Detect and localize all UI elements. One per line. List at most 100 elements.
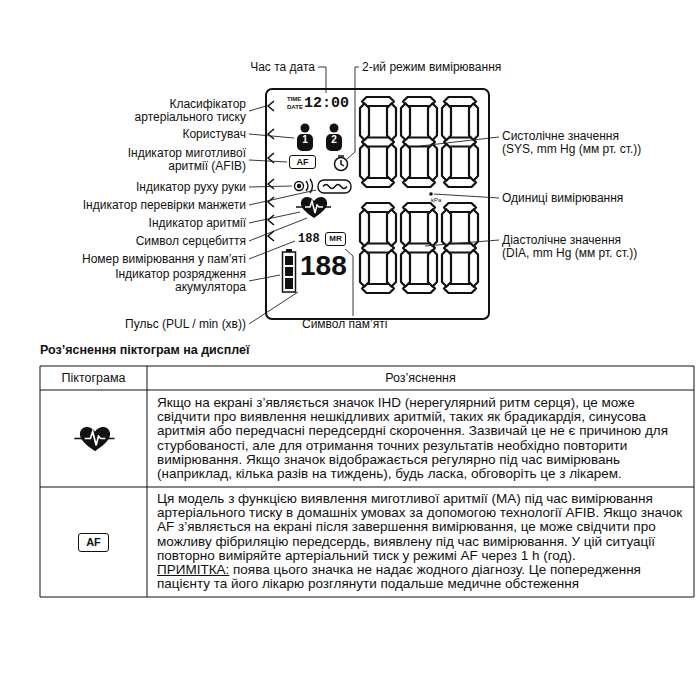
digit-segment <box>469 104 478 141</box>
icon-box: MR <box>325 232 346 246</box>
callout-label: Символ пам’яті <box>302 318 452 331</box>
digit-segment <box>360 144 369 181</box>
display-reading: kPa <box>431 197 441 203</box>
leader-line <box>249 160 287 162</box>
display-reading: 188 <box>300 252 347 280</box>
leader-line <box>249 134 294 138</box>
callout-label: Символ серцебиття <box>40 235 246 248</box>
callout-label: Індикатор миготливої аритмії (AFIB) <box>96 147 246 173</box>
digit-segment <box>387 250 396 287</box>
digit-segment <box>401 104 410 141</box>
icon-text: AF <box>86 537 101 548</box>
lcd-display: TIMEDATE12:0012188188kPaAFMR <box>265 88 490 320</box>
display-reading: 12:00 <box>304 96 349 111</box>
display-reading: DATE <box>287 104 303 110</box>
ecg-line <box>85 432 106 446</box>
user-body <box>326 134 342 151</box>
heart-shape <box>80 427 110 451</box>
section-heading: Роз’яснення піктограм на дисплеї <box>40 344 640 357</box>
icon-text: MR <box>329 235 341 243</box>
digit-segment <box>469 210 478 247</box>
arm-icon-dot <box>298 185 301 188</box>
digit-segment <box>442 104 451 141</box>
callout-label: Час та дата <box>215 61 315 74</box>
callout-label: Користувач <box>90 128 246 141</box>
battery-bar <box>285 256 293 265</box>
digit-segment <box>442 210 451 247</box>
table-grid <box>40 366 694 597</box>
leader-line <box>249 186 292 187</box>
digit-segment <box>428 210 437 247</box>
user-head <box>330 124 339 133</box>
table-rule <box>40 366 694 367</box>
table-cell: Ця модель з функцією виявлення миготливо… <box>157 492 685 591</box>
display-reading: 2 <box>326 135 342 145</box>
callout-label: Номер вимірювання у пам’яті <box>20 253 246 266</box>
chevron <box>268 129 274 139</box>
note-text: поява цього значка не надає жодного діаг… <box>157 562 641 591</box>
seven-segment-digits <box>360 97 478 293</box>
user-icon <box>297 124 342 152</box>
icon-box: AF <box>289 155 316 169</box>
user-body <box>297 134 313 151</box>
digit-segment <box>360 210 369 247</box>
battery-icon <box>283 249 296 292</box>
digit-segment <box>360 104 369 141</box>
table-rule <box>147 366 148 597</box>
leader-line <box>347 67 359 159</box>
cuff-check-icon <box>318 180 351 193</box>
digit-segment <box>442 144 451 181</box>
units-dot <box>429 192 433 196</box>
arm-motion-icon <box>295 179 313 193</box>
digit-segment <box>428 104 437 141</box>
second-mode-icon <box>335 156 348 171</box>
callout-label: Індикатор перевірки манжети <box>30 199 246 212</box>
callout-label: Одиниці вимірювання <box>502 192 690 205</box>
classifier-chevrons <box>268 101 274 241</box>
table-header: Піктограма <box>40 371 147 385</box>
leader-line <box>420 137 499 146</box>
cell-paragraph: Ця модель з функцією виявлення миготливо… <box>157 492 685 563</box>
digit-segment <box>387 104 396 141</box>
leader-lines <box>249 67 499 324</box>
cell-note: ПРИМІТКА:поява цього значка не надає жод… <box>157 563 685 591</box>
table-rule <box>40 390 694 391</box>
digit-segment <box>401 250 410 287</box>
table-rule <box>694 366 695 597</box>
timer-circle <box>335 158 348 171</box>
callout-label: Пульс (PUL / min (хв)) <box>40 318 246 331</box>
battery-outline <box>283 252 296 292</box>
callout-label: Класифікатор артеріального тиску <box>116 98 246 124</box>
arm-icon-circle <box>295 182 304 191</box>
battery-bar <box>285 278 293 289</box>
digit-segment <box>428 250 437 287</box>
ecg-line <box>296 206 331 208</box>
icon-text: AF <box>297 158 309 167</box>
motion-arc <box>306 181 308 191</box>
icon-box: AF <box>78 533 109 552</box>
digit-segment <box>387 144 396 181</box>
callout-label: Індикатор аритмії <box>40 217 246 230</box>
table-cell: Якщо на екрані з’являється значок IHD (н… <box>157 396 685 481</box>
display-reading: 188 <box>298 233 320 245</box>
cuff-wave <box>323 185 347 189</box>
leader-line <box>249 106 266 111</box>
ecg-line <box>305 201 323 213</box>
heartbeat-symbol <box>296 197 331 218</box>
leader-line <box>249 190 316 205</box>
arrhythmia-icon <box>74 427 114 451</box>
callout-label: Індикатор руху руки <box>40 181 246 194</box>
cuff-outline <box>318 180 351 193</box>
table-rule <box>40 366 41 597</box>
table-header: Роз’яснення <box>147 371 694 385</box>
note-heading: ПРИМІТКА: <box>157 562 229 577</box>
callout-label: Систолічне значення (SYS, mm Hg (мм рт. … <box>502 130 647 156</box>
battery-bar <box>285 267 293 276</box>
leader-line <box>249 212 300 223</box>
digit-segment <box>401 210 410 247</box>
digit-segment <box>387 210 396 247</box>
chevron <box>268 179 274 189</box>
chevron <box>268 197 274 207</box>
chevron <box>268 101 274 111</box>
